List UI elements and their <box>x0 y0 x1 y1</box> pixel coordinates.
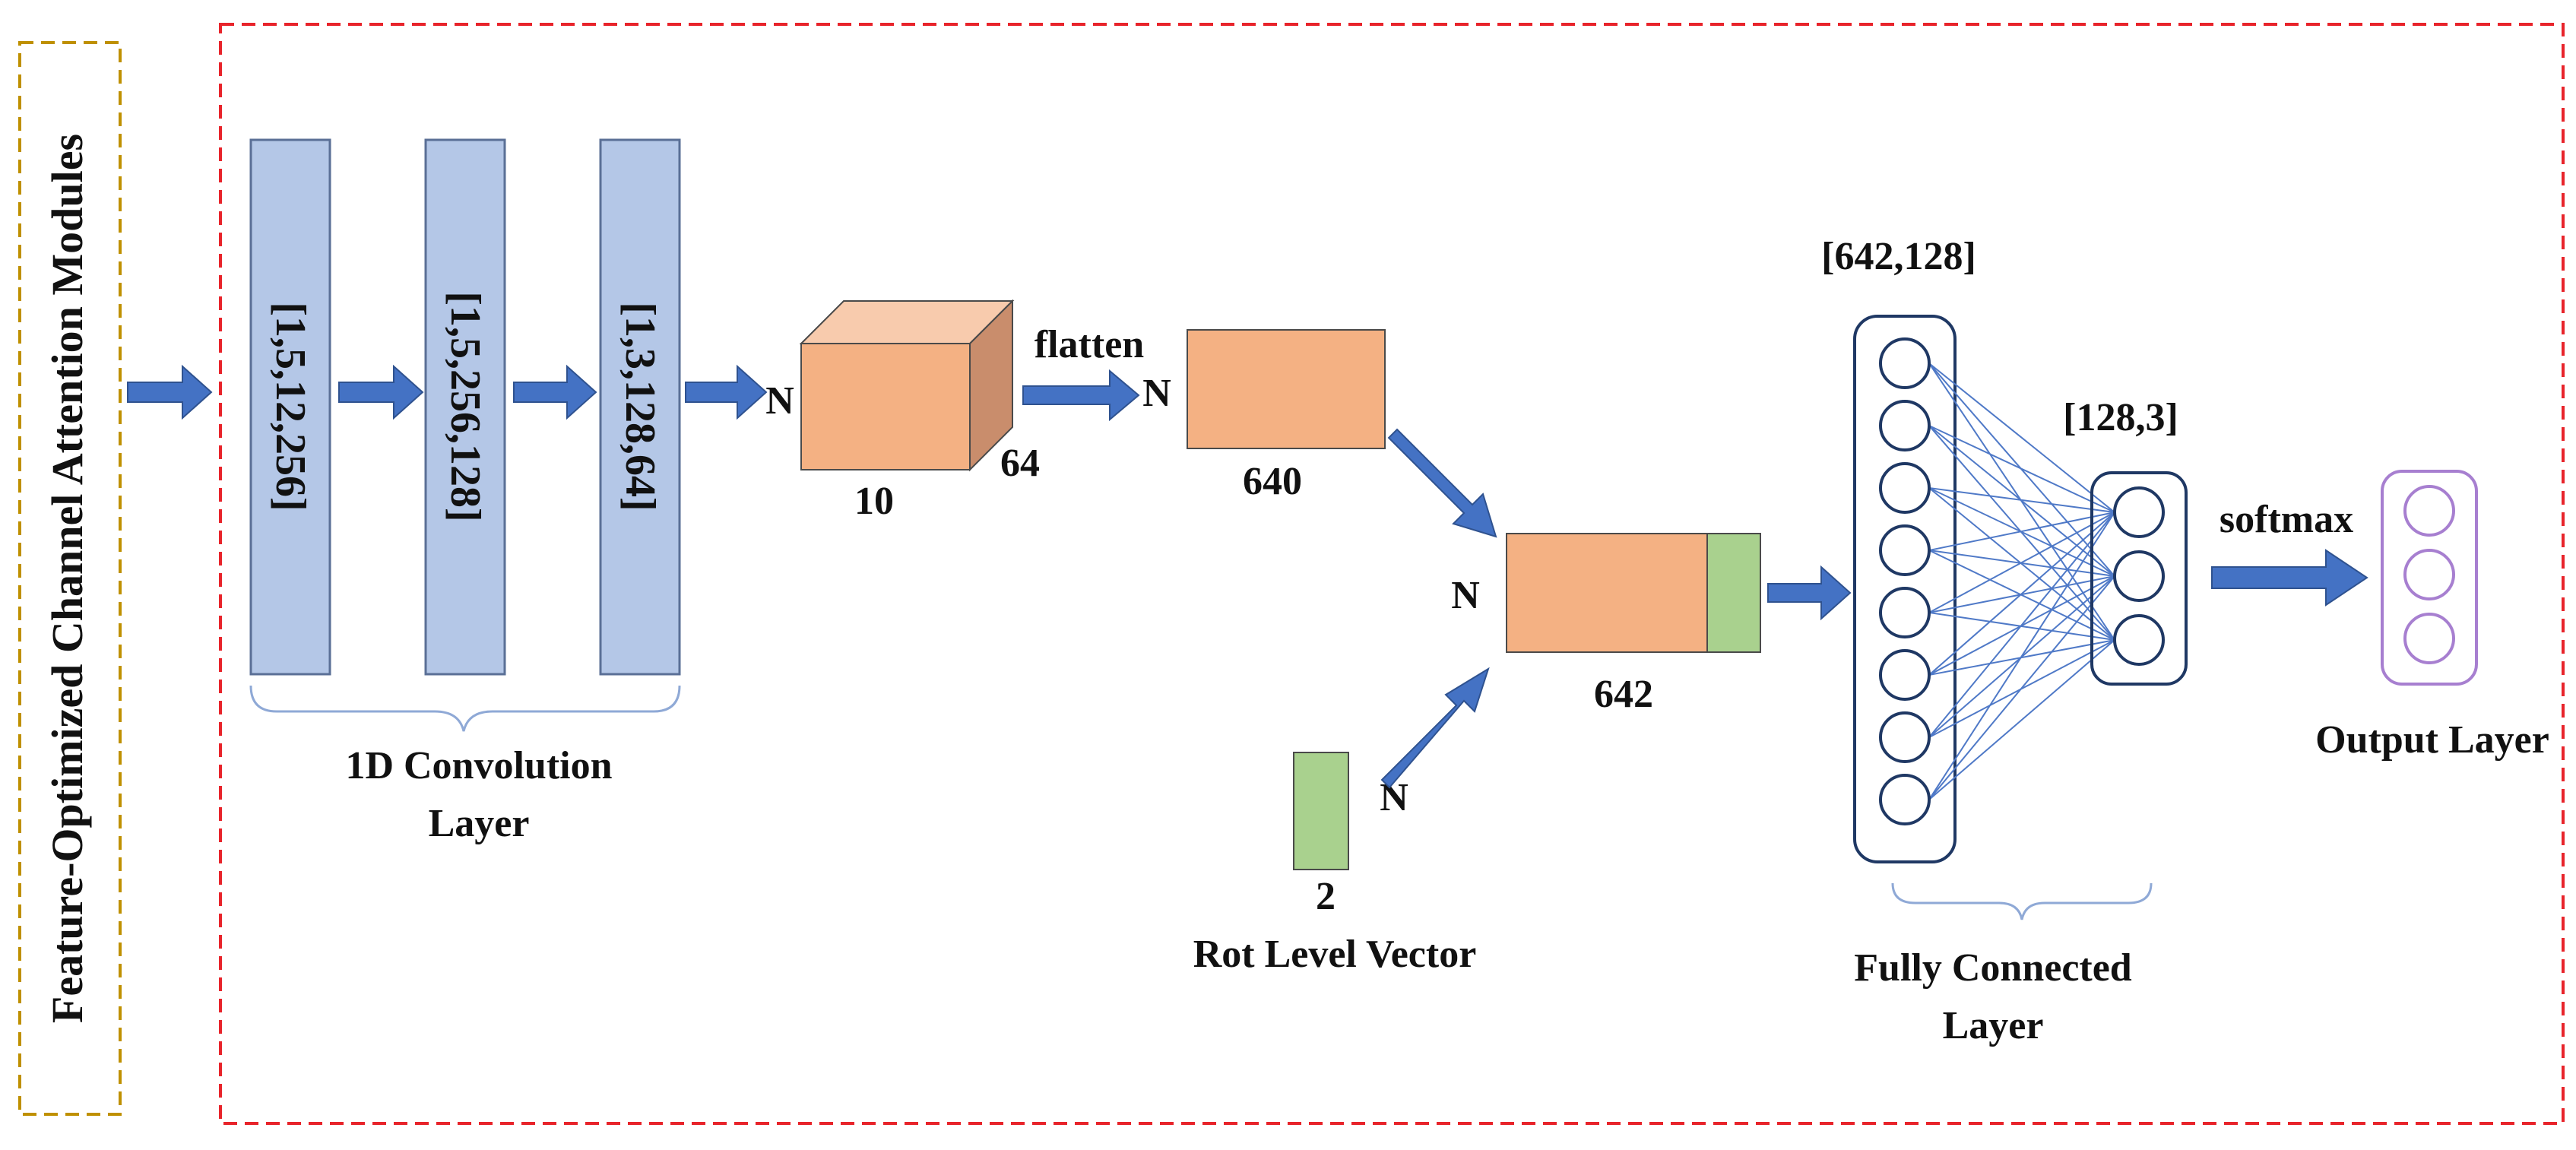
fc-connection-line <box>1928 425 2115 513</box>
fc-connection-line <box>1928 512 2115 551</box>
fc2-neuron <box>2113 486 2165 538</box>
n-concat: N <box>1451 574 1480 617</box>
fc-layer-1-nodes <box>1879 337 1931 825</box>
fc-connection-line <box>1928 512 2115 800</box>
fc-connection-line <box>1928 512 2115 676</box>
flatten-arrow <box>1022 369 1140 422</box>
fc1-neuron <box>1879 400 1931 451</box>
output-layer-label: Output Layer <box>2315 718 2549 762</box>
conv-group-brace <box>249 685 681 732</box>
conv-arrow-2 <box>513 364 597 420</box>
rot-level-label: Rot Level Vector <box>1193 933 1477 976</box>
fc-layer-2 <box>2090 471 2188 686</box>
rot-level-vector <box>1293 752 1349 870</box>
feature-module-frame <box>18 41 122 1116</box>
fc-dims-1: [642,128] <box>1821 235 1976 278</box>
fc-connection-line <box>1928 487 2115 513</box>
input-arrow <box>127 364 213 420</box>
fc1-neuron <box>1879 524 1931 576</box>
rot-to-concat-arrow <box>1380 667 1490 789</box>
conv-group-label-2: Layer <box>429 802 530 845</box>
fc1-neuron <box>1879 711 1931 763</box>
output-neuron <box>2403 613 2455 664</box>
fc-connection-line <box>1928 512 2115 613</box>
conv-layer-3-label: [1,3,128,64] <box>616 302 664 511</box>
cube-width-label: 10 <box>854 480 894 523</box>
fc-label-1: Fully Connected <box>1854 946 2132 990</box>
output-layer <box>2381 470 2478 686</box>
conv-layer-2 <box>424 138 506 676</box>
concat-to-fc-arrow <box>1767 565 1852 621</box>
fc1-neuron <box>1879 462 1931 514</box>
softmax-label: softmax <box>2220 498 2353 541</box>
conv-to-cube-arrow <box>685 364 768 420</box>
fc-label-2: Layer <box>1943 1004 2044 1047</box>
network-frame <box>219 23 2565 1125</box>
n-after-flatten: N <box>1142 372 1171 415</box>
softmax-arrow <box>2211 549 2368 607</box>
fc-connection-line <box>1928 363 2115 513</box>
concat-vector-main <box>1506 533 1708 653</box>
fc1-neuron <box>1879 337 1931 389</box>
concat-vector-rot <box>1706 533 1761 653</box>
fc-layer-1 <box>1853 315 1957 863</box>
output-neuron <box>2403 485 2455 537</box>
conv-arrow-1 <box>338 364 424 420</box>
fc-group-brace <box>1891 882 2153 920</box>
flat-to-concat-arrow <box>1387 428 1497 538</box>
flattened-vector <box>1187 329 1386 449</box>
conv-layer-2-label: [1,5,256,128] <box>442 291 489 521</box>
fc-connection-line <box>1928 512 2115 738</box>
flat-size-label: 640 <box>1243 460 1302 503</box>
flatten-label: flatten <box>1035 323 1144 366</box>
fc2-neuron <box>2113 550 2165 602</box>
conv-layer-1 <box>249 138 331 676</box>
fc1-neuron <box>1879 774 1931 825</box>
output-neuron <box>2403 549 2455 600</box>
fc1-neuron <box>1879 587 1931 638</box>
fc-connection-line <box>1928 639 2115 800</box>
fc2-neuron <box>2113 614 2165 666</box>
rot-size-label: 2 <box>1316 875 1336 918</box>
fc1-neuron <box>1879 649 1931 701</box>
concat-size-label: 642 <box>1594 673 1653 716</box>
fc-connections <box>1928 363 2115 800</box>
feature-module-label: Feature-Optimized Channel Attention Modu… <box>43 134 92 1023</box>
conv-group-label-1: 1D Convolution <box>345 744 612 787</box>
feature-cube-front <box>800 343 971 470</box>
n-after-conv: N <box>765 379 794 423</box>
output-layer-nodes <box>2403 485 2455 664</box>
cube-depth-label: 64 <box>1000 442 1040 485</box>
conv-layer-3 <box>599 138 681 676</box>
fc-connection-line <box>1928 575 2115 800</box>
conv-layer-1-label: [1,5,12,256] <box>267 302 314 511</box>
fc-dims-2: [128,3] <box>2063 396 2178 439</box>
fc-layer-2-nodes <box>2113 486 2165 666</box>
